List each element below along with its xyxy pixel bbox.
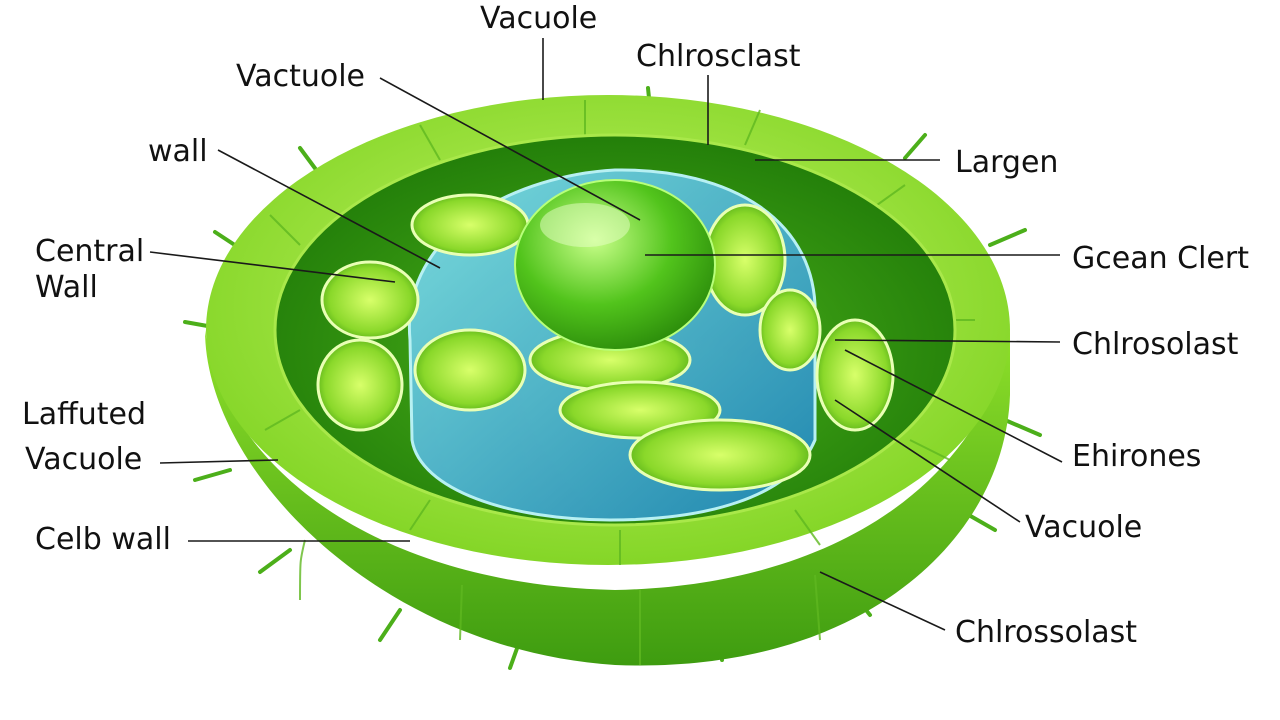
leader-lines [149, 38, 1063, 631]
leader-ehirones [844, 349, 1063, 463]
label-wall: wall [148, 134, 208, 169]
leader-central-wall [149, 251, 396, 283]
label-top-vacuole: Vacuole [480, 1, 597, 36]
leader-right-vacuole [834, 399, 1021, 523]
label-laffuted: Laffuted [22, 397, 146, 432]
label-vactuole: Vactuole [236, 59, 365, 94]
leader-vactuole [379, 77, 641, 221]
leader-wall [217, 149, 441, 269]
label-largen: Largen [955, 145, 1058, 180]
label-central-wall: Wall [35, 270, 98, 305]
labels: Vacuole Vactuole Chlrosclast wall Centra… [22, 1, 1249, 650]
cell-wall-side [205, 330, 1010, 666]
label-central: Central [35, 234, 144, 269]
label-chlrosclast: Chlrosclast [636, 39, 801, 74]
label-ehirones: Ehirones [1072, 439, 1201, 474]
leader-laffuted [159, 459, 279, 464]
label-laffuted-vacuole: Vacuole [25, 442, 142, 477]
label-gcean-clert: Gcean Clert [1072, 241, 1249, 276]
leader-chlrossolast [819, 571, 946, 631]
nucleus-highlight [540, 203, 630, 247]
label-celb-wall: Celb wall [35, 522, 171, 557]
label-chlrosolast: Chlrosolast [1072, 327, 1239, 362]
label-right-vacuole: Vacuole [1025, 510, 1142, 545]
label-chlrossolast: Chlrossolast [955, 615, 1137, 650]
cytoplasm-rim [273, 133, 957, 527]
leader-chlrosolast [834, 339, 1061, 343]
cell-body [183, 86, 1042, 670]
